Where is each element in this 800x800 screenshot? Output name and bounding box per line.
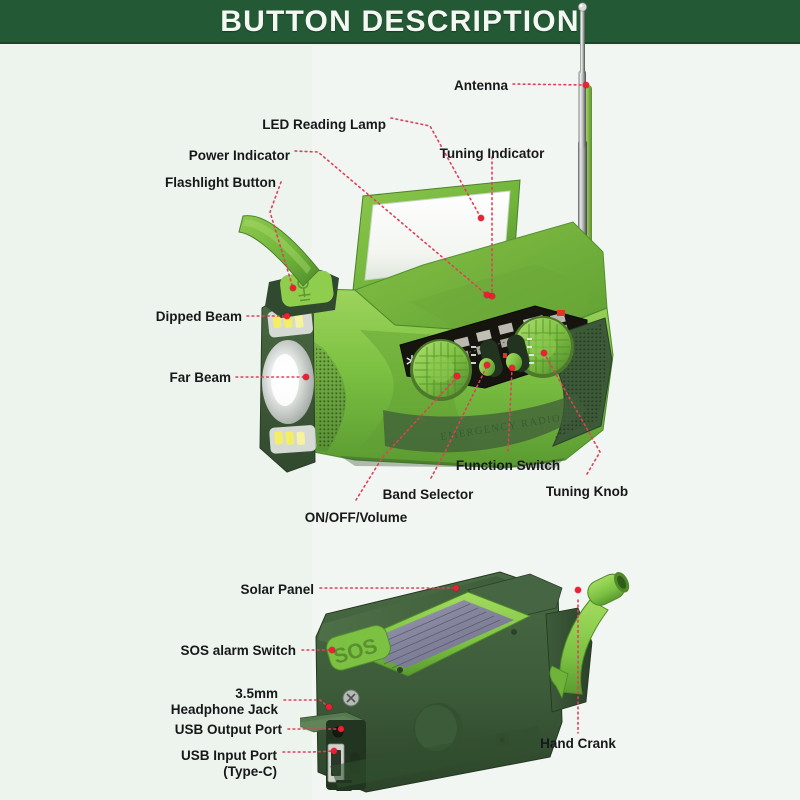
callout-label-on-off-volume: ON/OFF/Volume [304, 510, 408, 525]
dot-hand-crank [575, 587, 581, 593]
callout-label-headphone-jack: 3.5mm Headphone Jack [170, 686, 278, 717]
dot-tuning-knob [541, 350, 547, 356]
dot-usb-output-port [338, 726, 344, 732]
dot-dipped-beam [284, 313, 290, 319]
dot-tuning-indicator [489, 293, 495, 299]
callout-label-function-switch: Function Switch [455, 458, 561, 473]
dot-solar-panel [453, 585, 459, 591]
dot-power-indicator [484, 292, 490, 298]
dot-headphone-jack [326, 704, 332, 710]
callout-label-far-beam: Far Beam [169, 370, 231, 385]
callout-label-band-selector: Band Selector [382, 487, 474, 502]
callout-label-power-indicator: Power Indicator [188, 148, 290, 163]
callout-label-dipped-beam: Dipped Beam [155, 309, 242, 324]
callout-label-usb-input-port: USB Input Port (Type-C) [181, 748, 277, 779]
dot-band-selector [484, 362, 490, 368]
dot-on-off-volume [454, 373, 460, 379]
callout-label-tuning-indicator: Tuning Indicator [439, 146, 545, 161]
callout-label-tuning-knob: Tuning Knob [545, 484, 629, 499]
dot-led-reading-lamp [478, 215, 484, 221]
dot-antenna [583, 82, 589, 88]
dot-far-beam [303, 374, 309, 380]
page-title: BUTTON DESCRIPTION [220, 5, 580, 38]
callout-label-usb-output-port: USB Output Port [174, 722, 282, 737]
radio-side-illustration: SOS [300, 571, 630, 793]
callout-label-flashlight-button: Flashlight Button [165, 175, 276, 190]
dot-flashlight-button [290, 285, 296, 291]
callout-label-led-reading-lamp: LED Reading Lamp [262, 117, 386, 132]
callout-label-antenna: Antenna [454, 78, 508, 93]
radio-front-illustration: EMERGENCY RADIO [238, 179, 614, 473]
header-banner: BUTTON DESCRIPTION [0, 0, 800, 44]
dot-function-switch [509, 365, 515, 371]
dot-sos-alarm-switch [329, 647, 335, 653]
dot-usb-input-port [331, 748, 337, 754]
callout-label-hand-crank: Hand Crank [540, 736, 616, 751]
callout-label-solar-panel: Solar Panel [240, 582, 314, 597]
callout-label-sos-alarm-switch: SOS alarm Switch [180, 643, 296, 658]
